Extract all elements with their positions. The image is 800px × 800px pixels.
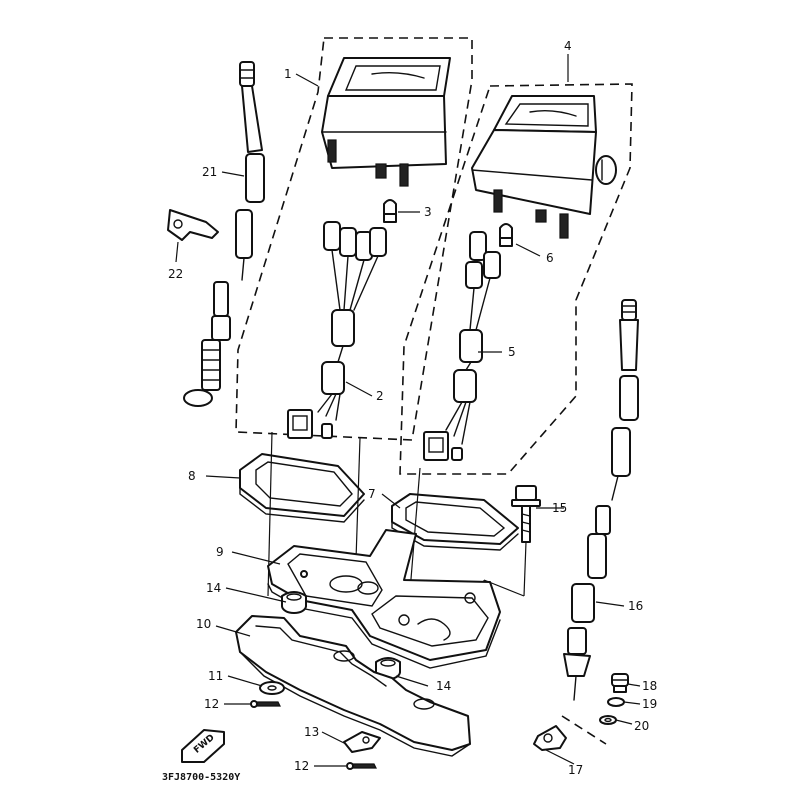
screw-12a <box>250 700 281 708</box>
callout-10: 10 <box>196 617 211 631</box>
callout-6: 6 <box>546 251 554 265</box>
callout-7: 7 <box>368 487 376 501</box>
callout-14a: 14 <box>206 581 221 595</box>
callout-2: 2 <box>376 389 384 403</box>
callout-labels: 1 2 3 4 5 6 7 8 9 10 11 12 12 13 14 14 1… <box>168 39 657 777</box>
callout-11: 11 <box>208 669 223 683</box>
bolt-15 <box>511 485 541 543</box>
bracket-13 <box>343 731 381 753</box>
callout-12b: 12 <box>294 759 309 773</box>
screw-12b <box>346 762 377 770</box>
callout-19: 19 <box>642 697 657 711</box>
assembly-line-right <box>561 715 607 745</box>
callout-1: 1 <box>284 67 292 81</box>
washer-11 <box>259 681 285 695</box>
callout-15: 15 <box>552 501 567 515</box>
callout-leaders <box>175 54 641 767</box>
cable-bracket-22 <box>167 209 219 241</box>
wire-harness-2 <box>287 221 387 439</box>
wire-harness-5 <box>423 231 501 461</box>
drawing-code: 3FJ8700-5320Y <box>162 772 240 783</box>
meter-cable-16 <box>563 299 639 701</box>
meter-housing-4 <box>471 95 617 239</box>
screw-18 <box>611 673 629 693</box>
washer-19 <box>607 697 625 707</box>
callout-8: 8 <box>188 469 196 483</box>
meter-cable-21 <box>183 61 265 407</box>
bulb-3 <box>383 199 397 223</box>
assembly-outline-1 <box>235 37 473 441</box>
callout-17: 17 <box>568 763 583 777</box>
assembly-outline-4 <box>399 83 633 475</box>
meter-panel-9 <box>267 529 501 669</box>
callout-14b: 14 <box>436 679 451 693</box>
callout-20: 20 <box>634 719 649 733</box>
callout-18: 18 <box>642 679 657 693</box>
meter-housing-1 <box>321 57 451 187</box>
callout-3: 3 <box>424 205 432 219</box>
callout-12a: 12 <box>204 697 219 711</box>
callout-21: 21 <box>202 165 217 179</box>
callout-22: 22 <box>168 267 183 281</box>
cable-guide-17 <box>533 725 567 751</box>
callout-9: 9 <box>216 545 224 559</box>
gasket-8 <box>239 453 365 523</box>
callout-16: 16 <box>628 599 643 613</box>
washer-20 <box>599 715 617 725</box>
grommet-14a <box>281 591 307 614</box>
bulb-6 <box>499 223 513 247</box>
callout-13: 13 <box>304 725 319 739</box>
fwd-arrow-mark: FWD <box>181 729 225 763</box>
meter-cover-10 <box>235 615 471 757</box>
callout-4: 4 <box>564 39 572 53</box>
gasket-7 <box>391 493 519 551</box>
callout-5: 5 <box>508 345 516 359</box>
